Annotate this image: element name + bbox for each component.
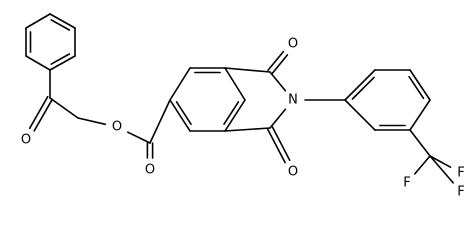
bond-a3-a4-inner [223,101,240,125]
atom-f-f2: F [457,166,464,181]
bond-c_imide_top-o_imide_top-a [271,54,289,75]
atom-f-f1: F [403,176,410,191]
bond-ph6-ph1 [25,13,51,29]
bond-a6-a1 [169,67,191,101]
bond-c_cf3-f2 [429,155,452,168]
bond-ph1-ph2-inner [50,19,71,31]
bond-b3-b4-inner [408,75,425,100]
bond-n_imide-c_imide_bot [269,108,287,129]
atom-o-o_ketone: O [21,133,31,148]
atom-o-o_imide_top: O [288,37,298,52]
bond-layer [25,13,455,184]
bond-b4-b5 [409,99,431,131]
bond-c_imide_bot-o_imide_bot-a [266,128,286,164]
bond-ph3-ph4-inner [50,53,71,65]
bond-b6-b1 [344,99,376,131]
bond-o_ester-c_ester [127,131,151,144]
bond-a2-c_imide_top [224,67,271,73]
atom-f-f3: F [457,185,464,200]
bond-b1-b2 [344,69,376,101]
bond-c_cf3-f1 [413,155,431,175]
bond-a2-a3 [224,67,246,101]
bond-b3-b4 [409,69,431,101]
bond-ph3-ph4 [49,55,76,71]
atom-o-o_ester2: O [145,163,155,178]
bond-c_imide_bot-o_imide_bot-b [271,126,291,161]
bond-c_ketone-o_ketone-b [33,98,54,132]
bond-c_ketone-o_ketone-a [28,95,49,130]
atom-o-o_ester: O [112,120,122,135]
bond-b5-c_cf3 [409,129,431,157]
atom-n-n_imide: N [288,93,298,108]
bond-ph4-ph5 [25,55,51,71]
bond-ph1-ph2 [49,13,76,29]
bond-a3-a4 [224,99,246,132]
bond-b1-b2-inner [351,76,375,100]
atom-o-o_imide_bot: O [288,165,298,180]
bond-c_imide_top-n_imide [269,71,287,92]
bond-c_ester-a6 [149,99,171,144]
bond-c_imide_top-o_imide_top-b [267,50,285,72]
bond-c_imide_bot-a4 [224,127,271,132]
bond-a5-a6 [169,99,191,132]
bond-c_ch2-o_ester [77,117,107,126]
bond-c_cf3-f3 [429,155,455,184]
bond-c_ketone-c_ch2 [49,97,79,119]
bond-a5-a6-inner [175,101,192,125]
